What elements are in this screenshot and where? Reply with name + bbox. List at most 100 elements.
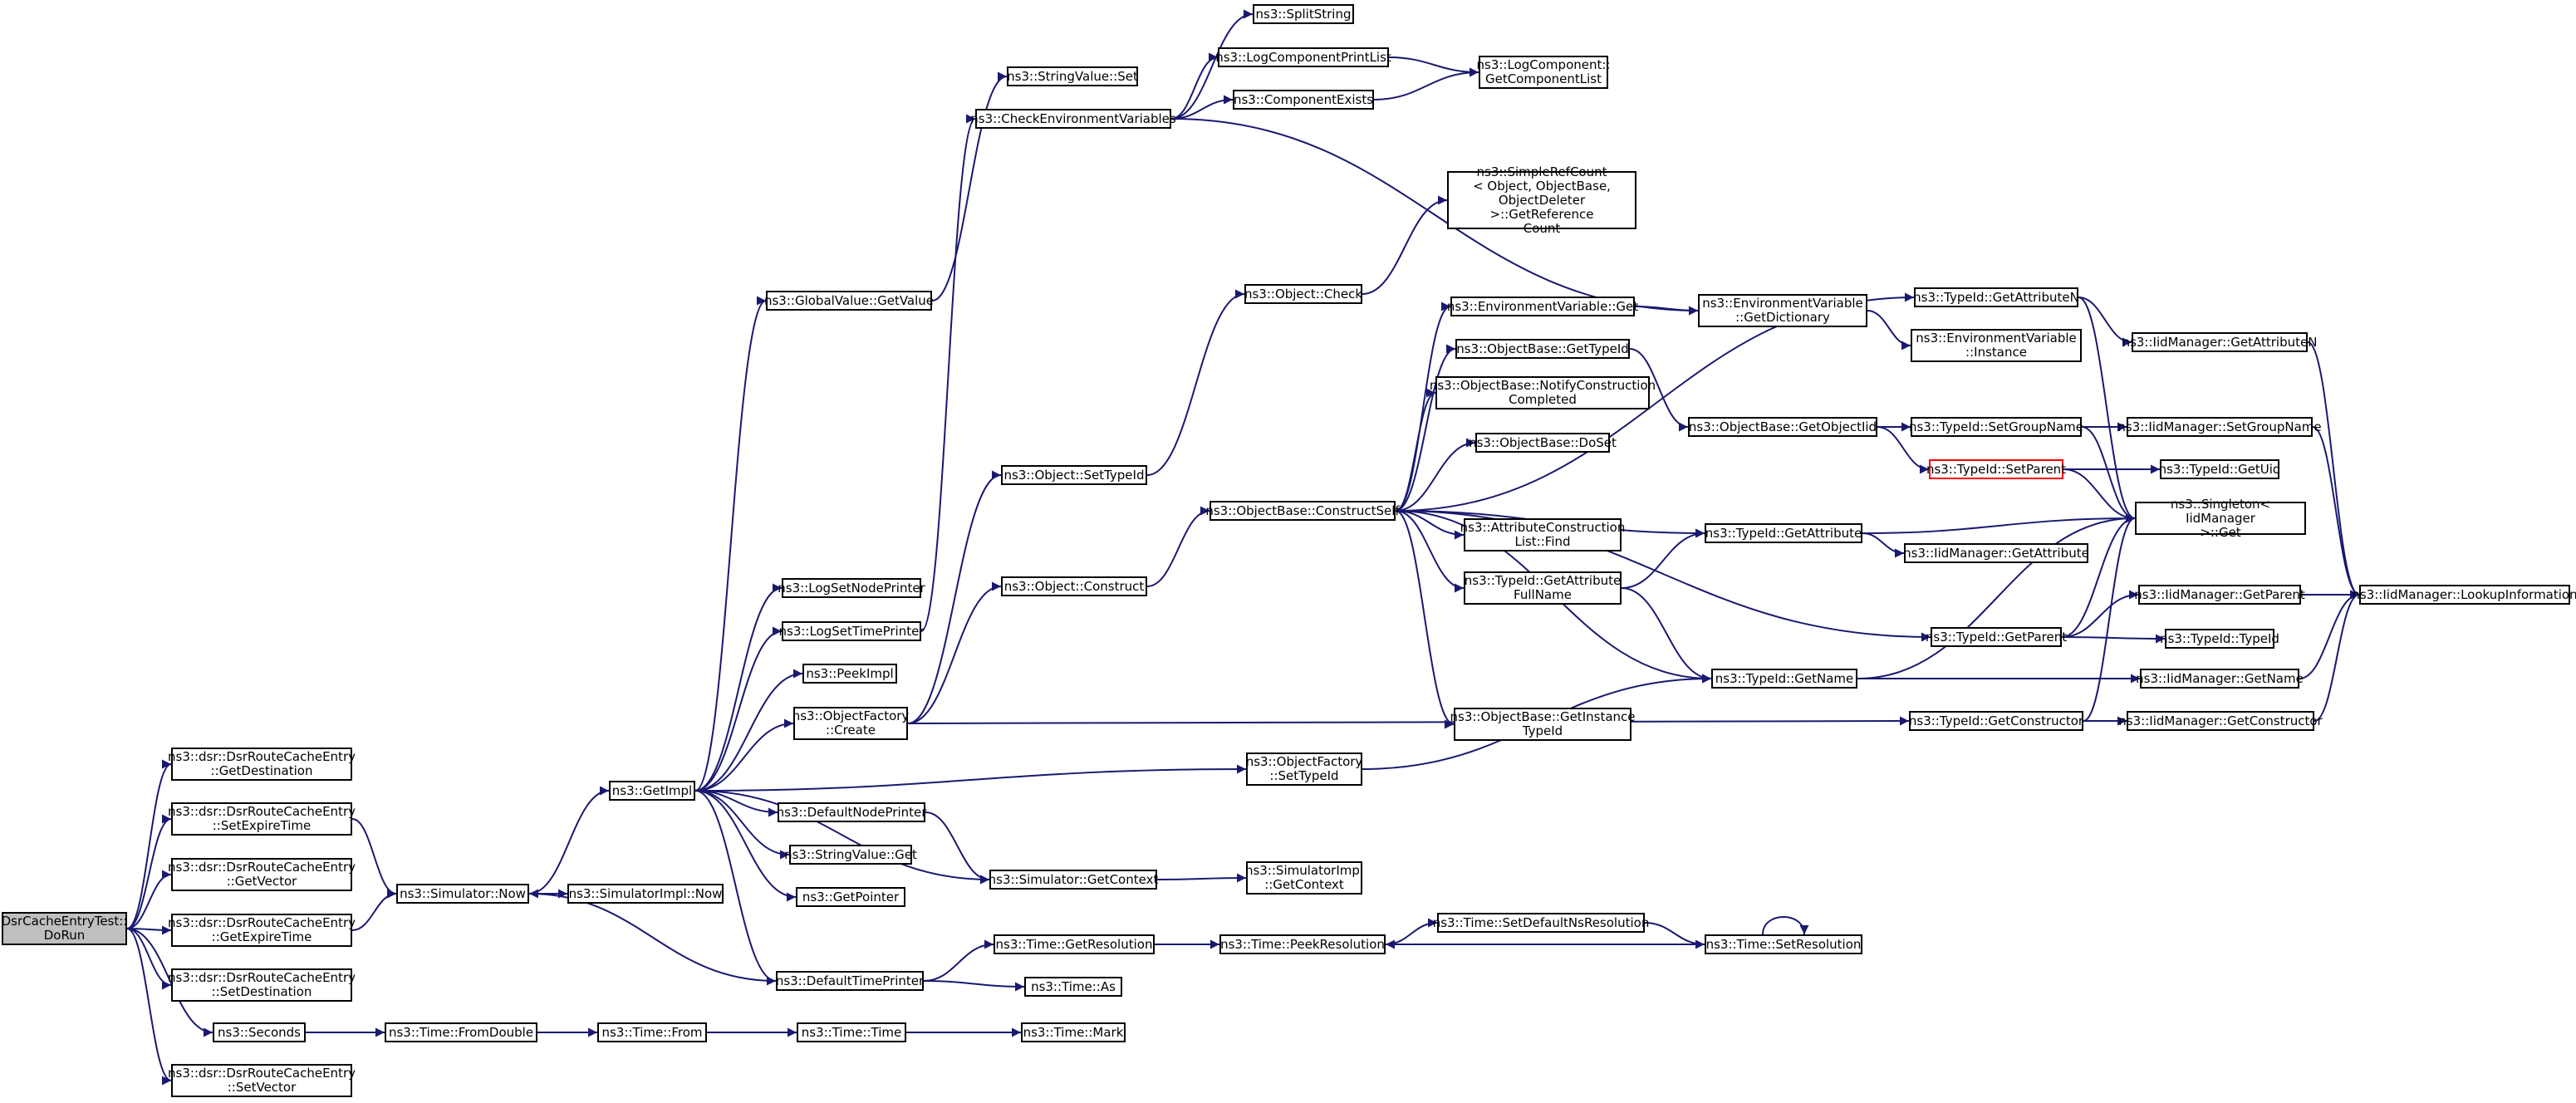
node-getpointer[interactable]: ns3::GetPointer xyxy=(796,887,905,907)
node-setvector[interactable]: ns3::dsr::DsrRouteCacheEntry ::SetVector xyxy=(168,1064,356,1097)
node-iidlookup[interactable]: ns3::IidManager::LookupInformation xyxy=(2352,585,2576,605)
edge-getimpl-to-getpointer xyxy=(694,790,797,902)
node-objsettypeid[interactable]: ns3::Object::SetTypeId xyxy=(1001,465,1147,485)
node-defnodeprinter[interactable]: ns3::DefaultNodePrinter xyxy=(777,802,926,822)
node-timegetres[interactable]: ns3::Time::GetResolution xyxy=(994,934,1155,954)
edge-objfcreate-to-typeidgetctor xyxy=(907,716,1910,726)
edge-objbaseconstruct-to-objbasedoset xyxy=(1395,438,1476,512)
node-peekres[interactable]: ns3::Time::PeekResolution xyxy=(1219,934,1386,954)
node-objbasegetobjtid[interactable]: ns3::ObjectBase::GetObjectIid xyxy=(1688,417,1877,437)
node-timeas[interactable]: ns3::Time::As xyxy=(1024,977,1122,997)
node-timefrom[interactable]: ns3::Time::From xyxy=(597,1022,707,1042)
node-typeidsetgroup[interactable]: ns3::TypeId::SetGroupName xyxy=(1909,417,2083,437)
edge-objbaseconstruct-to-objbasegetinst xyxy=(1395,510,1455,729)
edge-typeidgetattr-to-iidgetattribute xyxy=(1862,532,1905,558)
node-objbasegetinst[interactable]: ns3::ObjectBase::GetInstance TypeId xyxy=(1450,708,1636,741)
node-compexists[interactable]: ns3::ComponentExists xyxy=(1233,90,1374,110)
node-envvarget[interactable]: ns3::EnvironmentVariable::Get xyxy=(1447,297,1638,316)
node-typeidgetname[interactable]: ns3::TypeId::GetName xyxy=(1711,669,1857,689)
node-getdest[interactable]: ns3::dsr::DsrRouteCacheEntry ::GetDestin… xyxy=(168,748,356,781)
node-typeidgetattr[interactable]: ns3::TypeId::GetAttribute xyxy=(1705,523,1862,543)
node-checkenv[interactable]: ns3::CheckEnvironmentVariables xyxy=(970,109,1176,129)
edge-root-to-getdest xyxy=(126,759,172,929)
node-setexpire[interactable]: ns3::dsr::DsrRouteCacheEntry ::SetExpire… xyxy=(168,802,356,836)
edge-compexists-to-logcompgetlist xyxy=(1373,67,1479,100)
edge-checkenv-to-splitstring xyxy=(1170,9,1254,120)
edge-deftimeprinter-to-timegetres xyxy=(923,939,994,982)
node-strvalset[interactable]: ns3::StringValue::Set xyxy=(1007,66,1138,86)
node-splitstring[interactable]: ns3::SplitString xyxy=(1253,4,1354,24)
node-iidsetgroup[interactable]: ns3::IidManager::SetGroupName xyxy=(2117,417,2322,437)
edge-getimpl-to-globalget xyxy=(694,296,767,792)
node-getexpire[interactable]: ns3::dsr::DsrRouteCacheEntry ::GetExpire… xyxy=(168,914,356,947)
edge-iidgetctor-to-iidlookup xyxy=(2313,590,2360,722)
node-fromdouble[interactable]: ns3::Time::FromDouble xyxy=(385,1022,537,1042)
node-deftimeprinter[interactable]: ns3::DefaultTimePrinter xyxy=(776,971,924,991)
node-objbaseconstruct[interactable]: ns3::ObjectBase::ConstructSelf xyxy=(1205,501,1400,521)
node-objcheck[interactable]: ns3::Object::Check xyxy=(1244,284,1362,304)
edge-getimpl-to-peekimpl xyxy=(694,669,803,792)
edge-getimpl-to-strvalget xyxy=(694,790,790,860)
edge-typeidgetattrfull-to-typeidgetname xyxy=(1621,587,1712,684)
node-typeidtypeid[interactable]: ns3::TypeId::TypeId xyxy=(2160,629,2279,649)
node-envvarinstance[interactable]: ns3::EnvironmentVariable ::Instance xyxy=(1911,329,2082,362)
node-timetime[interactable]: ns3::Time::Time xyxy=(797,1022,906,1042)
edge-typeidgetparent-to-iidgetparent xyxy=(2061,590,2139,638)
node-envvargetdict[interactable]: ns3::EnvironmentVariable ::GetDictionary xyxy=(1698,294,1867,327)
node-objbasenotify[interactable]: ns3::ObjectBase::NotifyConstruction Comp… xyxy=(1430,376,1656,409)
edge-globalget-to-strvalset xyxy=(931,71,1008,301)
node-logsettime[interactable]: ns3::LogSetTimePrinter xyxy=(779,621,925,641)
node-iidgetctor[interactable]: ns3::IidManager::GetConstructor xyxy=(2118,711,2323,731)
node-typeidgetparent[interactable]: ns3::TypeId::GetParent xyxy=(1926,627,2067,647)
node-singletonget[interactable]: ns3::Singleton< IidManager >::Get xyxy=(2135,497,2306,539)
node-typeidgetctor[interactable]: ns3::TypeId::GetConstructor xyxy=(1909,711,2083,731)
node-logsetnode[interactable]: ns3::LogSetNodePrinter xyxy=(778,578,925,598)
node-objbasegettypeid[interactable]: ns3::ObjectBase::GetTypeId xyxy=(1455,339,1630,359)
edge-typeidgetattr-to-singletonget xyxy=(1862,513,2136,534)
edge-typeidsetparent-to-singletonget xyxy=(2063,468,2136,523)
edge-getimpl-to-simgetctx xyxy=(694,790,990,885)
node-iidgetattrn[interactable]: ns3::IidManager::GetAttributeN xyxy=(2122,332,2317,352)
node-timemark[interactable]: ns3::Time::Mark xyxy=(1021,1022,1126,1042)
node-simimplgetctx[interactable]: ns3::SimulatorImpl ::GetContext xyxy=(1245,861,1363,895)
edge-logsettime-to-checkenv xyxy=(920,114,976,632)
node-iidgetattribute[interactable]: ns3::IidManager::GetAttribute xyxy=(1903,543,2089,563)
edge-envvarget-to-envvargetdict xyxy=(1634,306,1699,316)
node-typeidsetparent[interactable]: ns3::TypeId::SetParent xyxy=(1926,459,2066,479)
node-typeidgetattrn[interactable]: ns3::TypeId::GetAttributeN xyxy=(1913,287,2079,307)
node-objfcreate[interactable]: ns3::ObjectFactory ::Create xyxy=(792,707,909,740)
edge-objconstruct-to-objbaseconstruct xyxy=(1146,506,1210,587)
edge-envvargetdict-to-envvarinstance xyxy=(1867,310,1911,351)
node-logcompprint[interactable]: ns3::LogComponentPrintList xyxy=(1215,47,1391,67)
node-simnow[interactable]: ns3::Simulator::Now xyxy=(396,884,529,904)
edge-objbaseconstruct-to-typeidgetattrfull xyxy=(1395,510,1465,593)
node-simplerefcount[interactable]: ns3::SimpleRefCount < Object, ObjectBase… xyxy=(1447,164,1636,235)
node-getimpl[interactable]: ns3::GetImpl xyxy=(609,781,695,801)
node-simimplnow[interactable]: ns3::SimulatorImpl::Now xyxy=(567,884,724,904)
edge-root-to-setdest xyxy=(126,928,172,990)
node-objconstruct[interactable]: ns3::Object::Construct xyxy=(1001,576,1147,596)
node-typeidgetattrfull[interactable]: ns3::TypeId::GetAttribute FullName xyxy=(1464,571,1622,605)
node-iidgetname[interactable]: ns3::IidManager::GetName xyxy=(2136,669,2304,689)
edge-root-to-setvector xyxy=(126,928,172,1086)
node-root[interactable]: DsrCacheEntryTest:: DoRun xyxy=(2,912,127,945)
node-logcompgetlist[interactable]: ns3::LogComponent:: GetComponentList xyxy=(1477,56,1610,89)
node-objfsettypeid[interactable]: ns3::ObjectFactory ::SetTypeId xyxy=(1246,752,1362,786)
edge-objfcreate-to-objconstruct xyxy=(907,581,1002,724)
edge-objbaseconstruct-to-objbasenotify xyxy=(1395,388,1436,512)
node-seconds[interactable]: ns3::Seconds xyxy=(213,1022,306,1042)
node-getvector[interactable]: ns3::dsr::DsrRouteCacheEntry ::GetVector xyxy=(168,858,356,891)
node-attrconstrfind[interactable]: ns3::AttributeConstruction List::Find xyxy=(1460,518,1625,552)
edge-objcheck-to-simplerefcount xyxy=(1362,195,1448,295)
node-timesetres[interactable]: ns3::Time::SetResolution xyxy=(1705,934,1862,954)
node-typeidgetuid[interactable]: ns3::TypeId::GetUid xyxy=(2159,459,2280,479)
node-simgetctx[interactable]: ns3::Simulator::GetContext xyxy=(989,870,1158,890)
edge-objbaseconstruct-to-typeidgetparent xyxy=(1395,510,1931,642)
node-setdefnsres[interactable]: ns3::Time::SetDefaultNsResolution xyxy=(1433,913,1649,933)
node-iidgetparent[interactable]: ns3::IidManager::GetParent xyxy=(2134,585,2305,605)
node-strvalget[interactable]: ns3::StringValue::Get xyxy=(784,845,917,865)
node-peekimpl[interactable]: ns3::PeekImpl xyxy=(802,664,897,684)
node-globalget[interactable]: ns3::GlobalValue::GetValue xyxy=(764,291,934,311)
node-objbasedoset[interactable]: ns3::ObjectBase::DoSet xyxy=(1469,433,1617,453)
node-setdest[interactable]: ns3::dsr::DsrRouteCacheEntry ::SetDestin… xyxy=(168,968,356,1002)
